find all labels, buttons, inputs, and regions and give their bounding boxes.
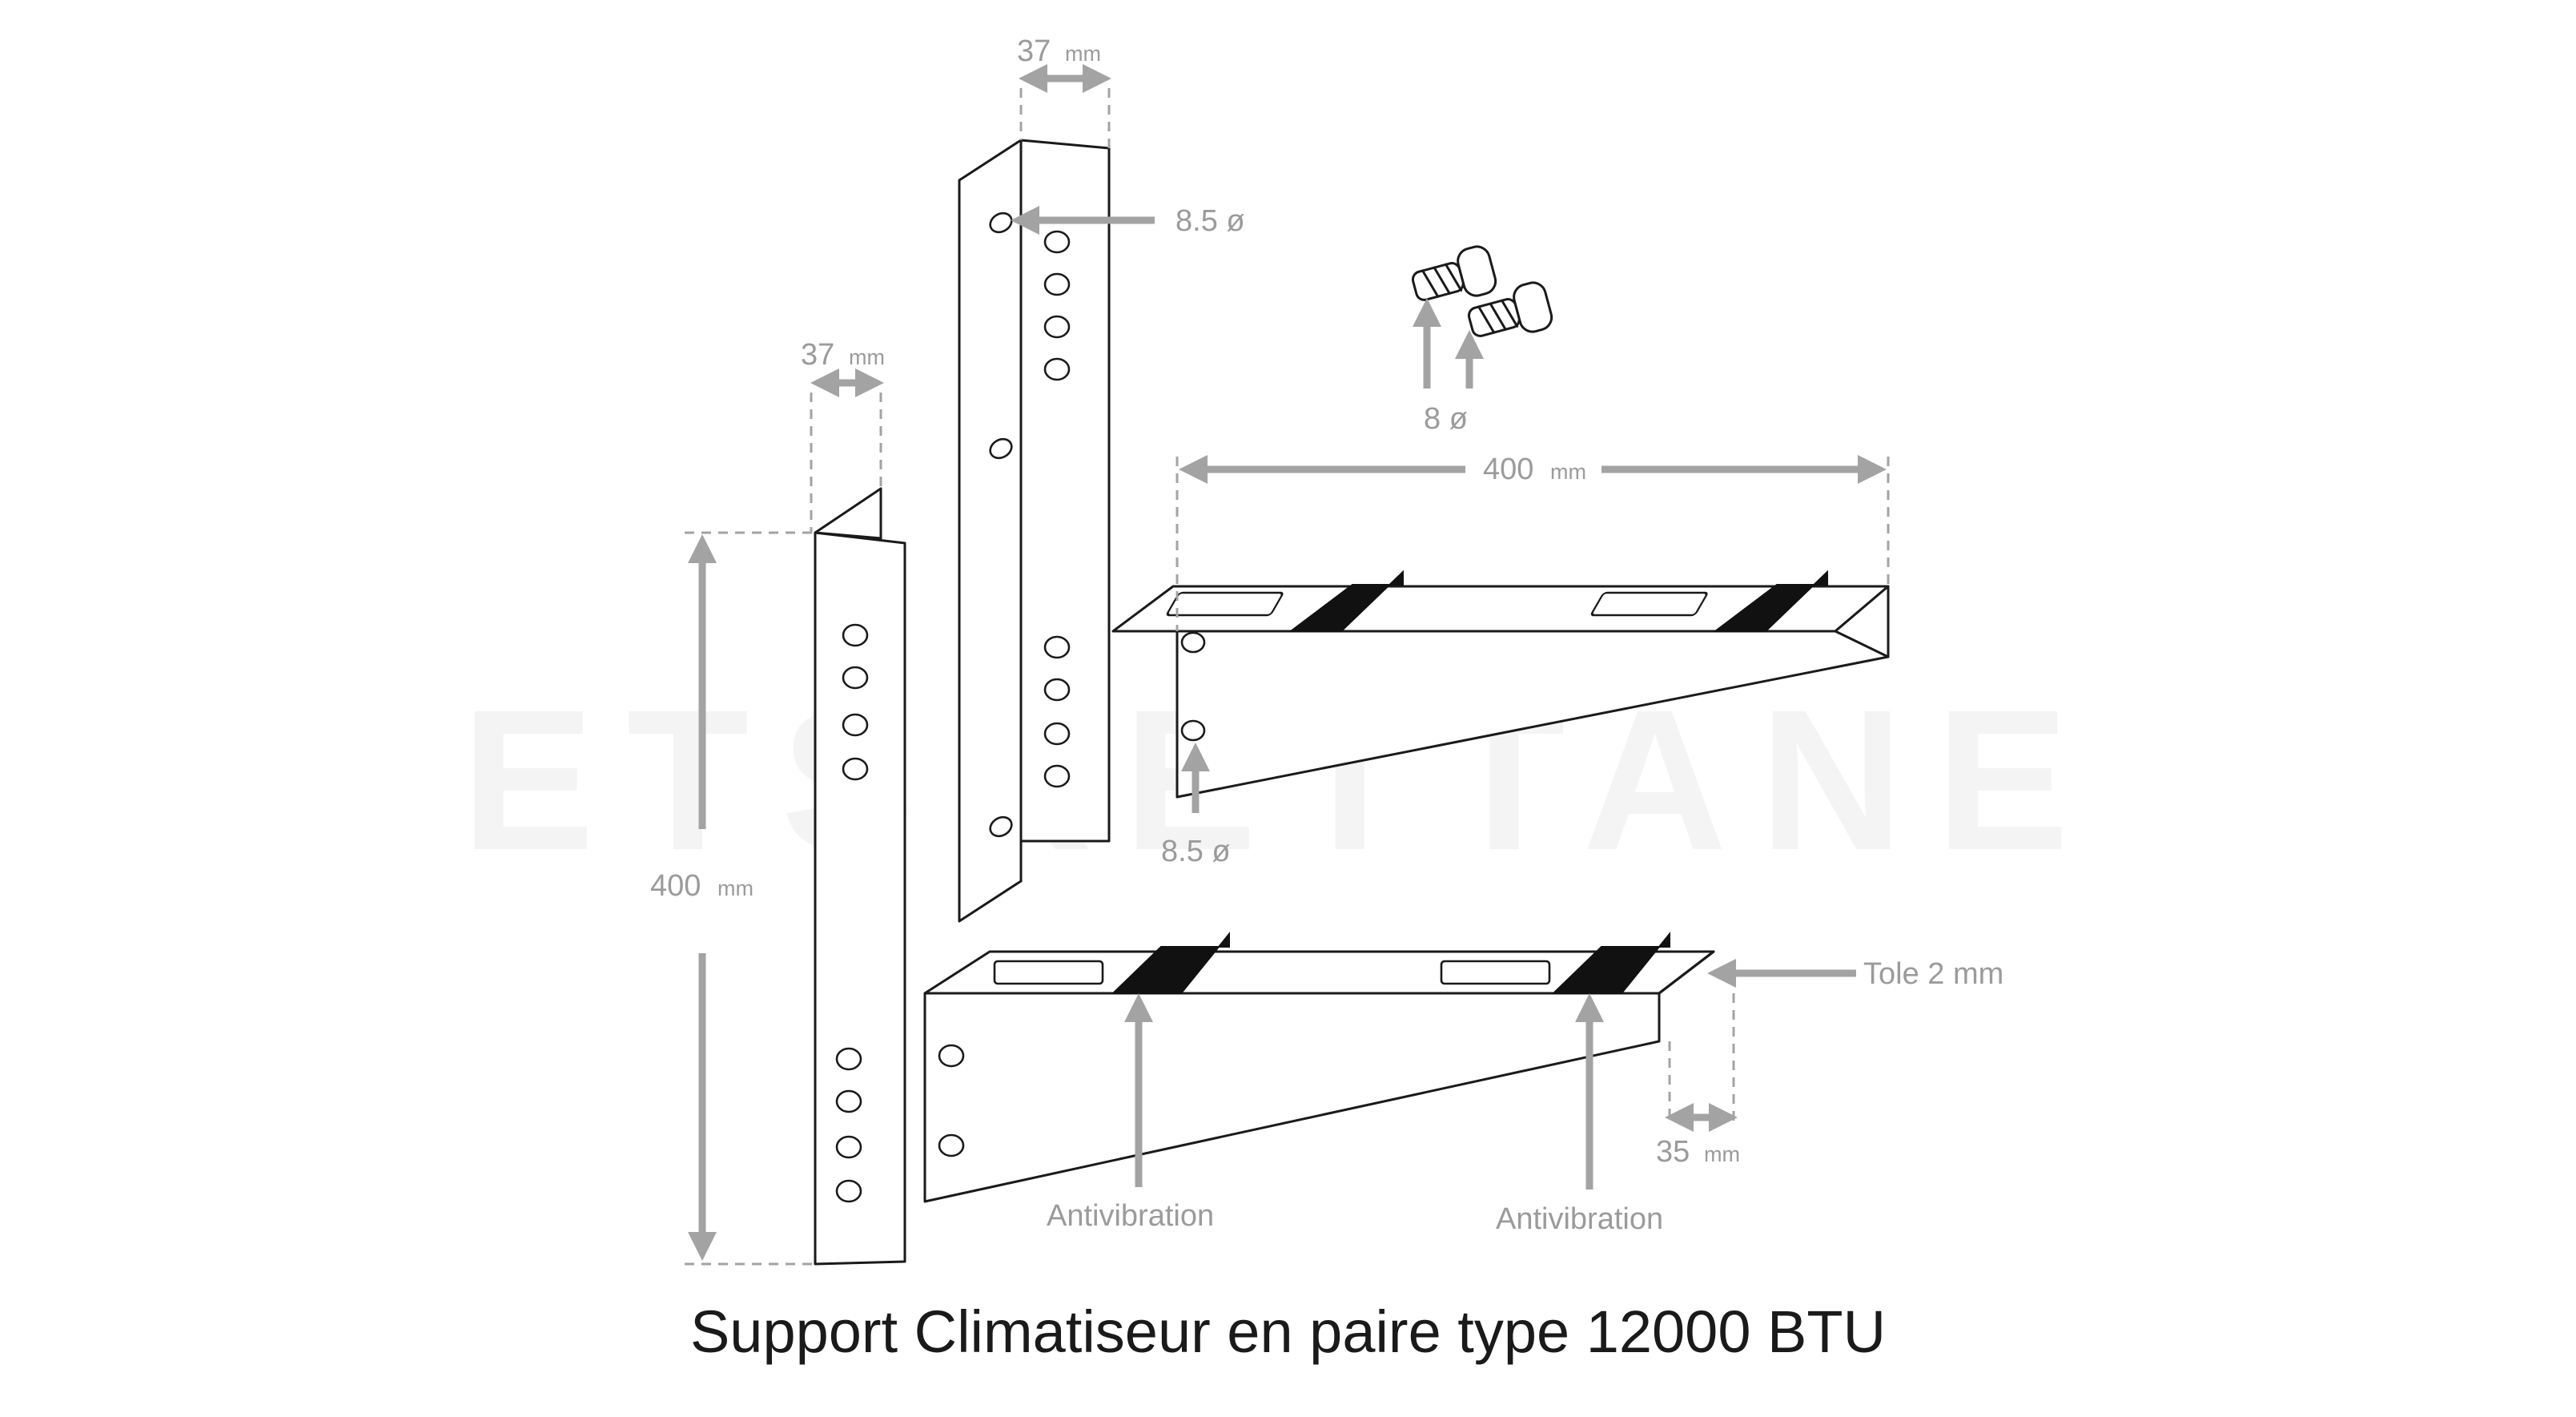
antivibration-pad [1288,570,1404,632]
caption: Support Climatiseur en paire type 12000 … [689,1298,1887,1365]
dim-unit: mm [1550,460,1586,484]
dim-label: 400 [1483,453,1533,486]
hole [842,757,869,781]
label-hole-top: 8.5 ø [1175,204,1245,238]
hole [989,815,1013,838]
hole [938,1133,965,1157]
label-hole-arm: 8.5 ø [1161,835,1231,868]
hole [835,1047,862,1071]
upright-front [814,487,906,1266]
antivibration-pad [1111,932,1230,994]
label-bolt: 8 ø [1424,402,1468,436]
hole [1043,764,1071,788]
hole [1043,635,1071,659]
dim-unit: mm [849,345,885,369]
dim-label: 400 [650,869,701,903]
dim-label: 35 [1656,1135,1690,1169]
hole [1180,631,1206,654]
hole [835,1135,862,1159]
hole [842,623,869,647]
arm-upper [1111,570,1890,799]
bolt-icon [1411,245,1553,337]
label-antivibration-left: Antivibration [1047,1199,1214,1233]
antivibration-pad [1713,570,1828,632]
hole [1043,272,1071,296]
hole [842,666,869,690]
hole [835,1179,862,1203]
dim-unit: mm [1704,1142,1740,1166]
dim-label: 37 [1017,34,1051,68]
dim-unit: mm [717,876,754,900]
hole [1043,678,1071,702]
hole [1043,230,1071,254]
label-antivibration-right: Antivibration [1496,1202,1663,1236]
hole [1043,722,1071,746]
upright-back [958,139,1111,923]
antivibration-pad [1551,932,1670,994]
hole [938,1044,965,1068]
hole [1043,315,1071,339]
label-sheet: Tole 2 mm [1863,957,2003,991]
dim-label: 37 [801,338,834,372]
hole [1180,719,1206,742]
hole [989,437,1013,460]
arm-lower [923,932,1715,1203]
hole [1043,357,1071,381]
dim-unit: mm [1065,42,1101,66]
hole [835,1089,862,1113]
hole [842,713,869,737]
